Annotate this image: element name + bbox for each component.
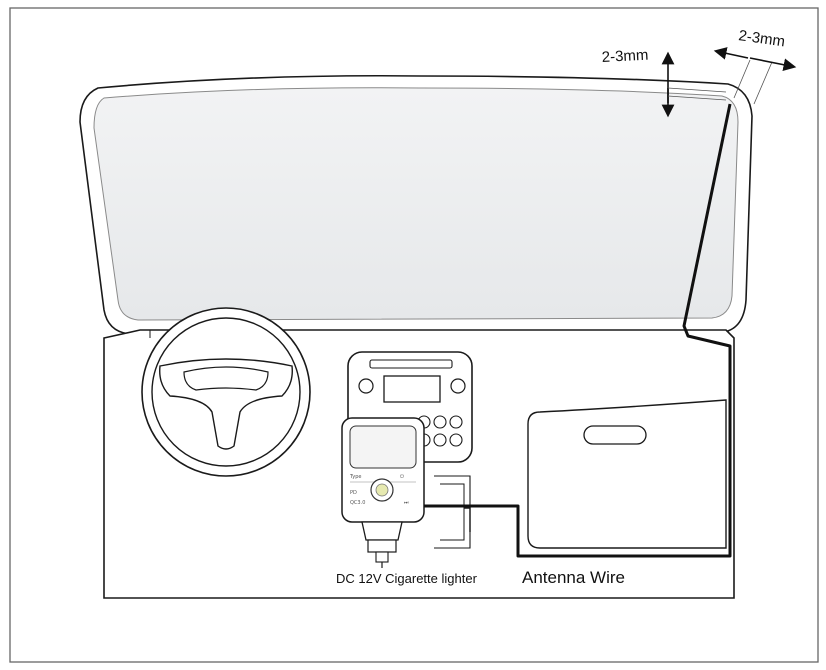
- radio-display: [383, 375, 441, 403]
- antenna-wire: [424, 103, 732, 558]
- console-bracket: [464, 507, 471, 532]
- svg-text:Type: Type: [349, 474, 361, 480]
- svg-text:⏭: ⏭: [404, 500, 409, 506]
- device-plug: [361, 521, 403, 541]
- windshield-glass: [93, 87, 739, 321]
- lighter-label: DC 12V Cigarette lighter: [336, 571, 478, 586]
- antenna-wire-label: Antenna Wire: [522, 568, 625, 587]
- svg-text:QC3.0: QC3.0: [350, 500, 365, 506]
- radio-slot: [369, 359, 453, 369]
- glove-box: [527, 399, 727, 549]
- steering-wheel: [141, 307, 311, 477]
- fm-transmitter: Type PD QC3.0 ⏻ ⏭: [341, 417, 425, 568]
- radio-knob-right: [450, 378, 466, 394]
- svg-text:⏻: ⏻: [400, 474, 404, 480]
- gap-label-side: 2-3mm: [737, 27, 786, 50]
- gap-indicator-side: 2-3mm: [713, 27, 797, 105]
- radio-buttons: [417, 415, 463, 447]
- device-screen: [349, 425, 417, 469]
- windshield: [79, 74, 753, 335]
- glove-box-handle: [583, 425, 647, 445]
- gap-indicator-top: 2-3mm: [601, 47, 727, 118]
- gap-label-top: 2-3mm: [601, 47, 648, 66]
- radio-knob-left: [358, 378, 374, 394]
- svg-text:PD: PD: [350, 490, 357, 496]
